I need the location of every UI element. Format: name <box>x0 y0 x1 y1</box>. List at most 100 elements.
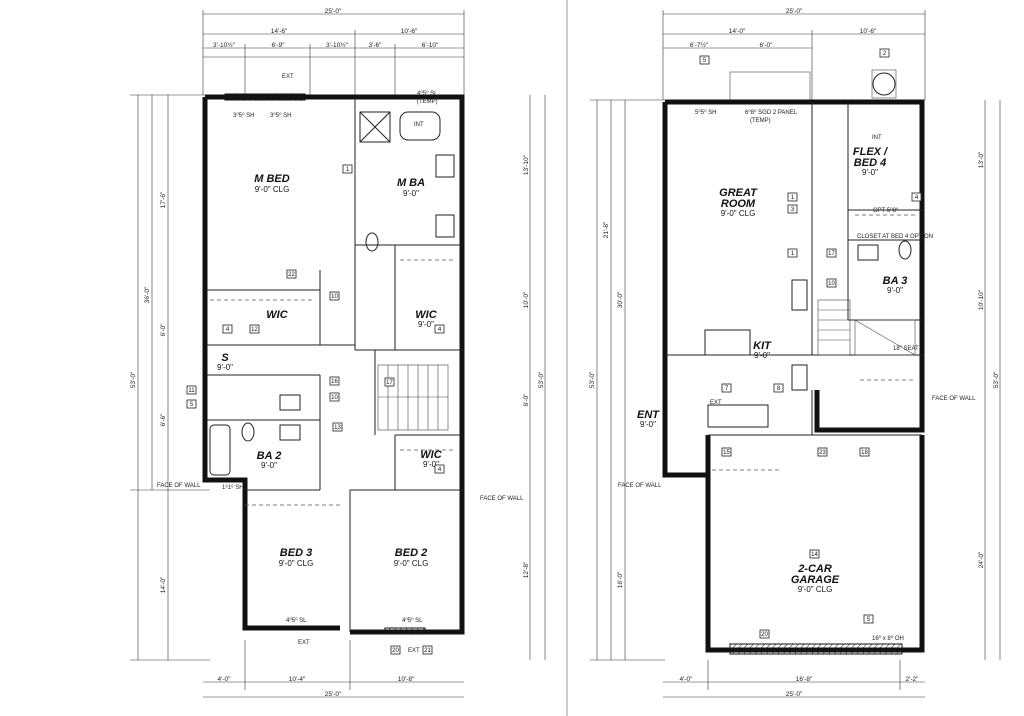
room-name: KIT <box>753 340 772 352</box>
side-dimensions: 53'-0" 21'-8" 16'-0" 30'-0" 53'-0" 13'-0… <box>589 99 1001 661</box>
svg-text:13: 13 <box>334 425 341 431</box>
room-name-2: ROOM <box>721 198 756 210</box>
svg-text:11: 11 <box>188 388 195 394</box>
face-of-wall-right: FACE OF WALL <box>480 496 524 502</box>
svg-text:15: 15 <box>723 450 730 456</box>
svg-text:21: 21 <box>424 648 431 654</box>
garage-door <box>729 643 903 655</box>
top-overall-dim: 25'-0" <box>325 8 342 15</box>
svg-text:4: 4 <box>915 195 919 201</box>
svg-text:30'-0": 30'-0" <box>617 291 624 308</box>
bottom-overall-dim: 25'-0" <box>786 691 803 698</box>
bath-fixtures <box>857 240 912 261</box>
svg-text:53'-0": 53'-0" <box>993 371 1000 388</box>
sgd-temp: (TEMP) <box>750 118 771 124</box>
window-sh: 5⁰5⁰ SH <box>695 109 717 116</box>
top-overall-dim: 25'-0" <box>786 8 803 15</box>
svg-text:22: 22 <box>288 272 295 278</box>
room-great-room: GREAT ROOM 9'-0" CLG <box>719 187 758 218</box>
bottom-dim-b: 10'-4" <box>289 676 306 683</box>
int-note: INT <box>872 135 882 141</box>
room-ceiling: 9'-0" <box>261 461 277 470</box>
face-of-wall-right: FACE OF WALL <box>932 396 976 402</box>
top-dimensions: 25'-0" 14'-0" 10'-6" 6'-7½" 6'-0" <box>662 8 926 103</box>
sgd-note: 6⁰8⁰ SGD 2 PANEL <box>745 109 798 116</box>
svg-text:6'-0": 6'-0" <box>523 393 530 407</box>
svg-text:10: 10 <box>331 294 338 300</box>
keynote-tags: 22 4 12 1 11 5 10 16 10 13 17 4 4 20 21 <box>186 164 445 655</box>
svg-text:12'-8": 12'-8" <box>523 561 530 578</box>
room-ceiling: 9'-0" <box>418 320 434 329</box>
room-name: ENT <box>637 409 660 421</box>
svg-text:20: 20 <box>761 632 768 638</box>
bath-fixtures <box>209 111 455 476</box>
room-name: BED 3 <box>280 547 312 559</box>
window-sh-3: 1⁶1⁶ SH <box>222 484 244 491</box>
room-ceiling: 9'-0" <box>640 420 656 429</box>
side-overall-dim: 53'-0" <box>130 371 137 388</box>
room-name-2: BED 4 <box>854 157 886 169</box>
svg-text:24'-0": 24'-0" <box>978 551 985 568</box>
svg-text:10: 10 <box>331 395 338 401</box>
window-bottom <box>384 627 426 635</box>
svg-text:6'-0": 6'-0" <box>760 42 774 49</box>
svg-text:10'-0": 10'-0" <box>523 291 530 308</box>
window-sh-1: 3⁰5⁰ SH <box>233 112 255 119</box>
closet-rods <box>712 214 915 471</box>
svg-text:17: 17 <box>828 251 835 257</box>
svg-text:3'-10½": 3'-10½" <box>326 41 349 49</box>
room-ceiling: 9'-0" CLG <box>721 209 756 218</box>
side-upper-dim: 36'-0" <box>144 286 151 303</box>
room-ceiling: 9'-0" <box>217 363 233 372</box>
room-name: M BA <box>397 177 425 189</box>
room-kit: KIT 9'-0" <box>753 340 772 360</box>
side-lower-dim: 16'-0" <box>617 571 624 588</box>
svg-text:5: 5 <box>703 58 707 64</box>
bottom-dimensions: 4'-0" 10'-4" 10'-8" 25'-0" <box>203 640 464 698</box>
room-name: BED 2 <box>395 547 427 559</box>
ext-bottom-2: EXT <box>408 648 420 654</box>
svg-text:17'-6": 17'-6" <box>160 191 167 208</box>
side-dimensions: 53'-0" 36'-0" 14'-0" 17'-6" 6'-0" 6'-6" … <box>130 94 546 661</box>
room-name: 2-CAR <box>797 563 832 575</box>
svg-text:5: 5 <box>867 617 871 623</box>
room-wic-2: WIC 9'-0" <box>415 309 437 329</box>
svg-text:6'-9": 6'-9" <box>272 42 286 49</box>
svg-text:4: 4 <box>438 467 442 473</box>
svg-text:10'-10": 10'-10" <box>978 289 985 310</box>
room-bed-2: BED 2 9'-0" CLG <box>394 547 429 568</box>
svg-text:4: 4 <box>438 327 442 333</box>
svg-text:1: 1 <box>346 167 350 173</box>
int-note: INT <box>414 122 424 128</box>
svg-text:7: 7 <box>725 386 729 392</box>
room-name: GREAT <box>719 187 758 199</box>
ext-bottom: EXT <box>298 640 310 646</box>
side-lower-dim: 14'-0" <box>160 576 167 593</box>
exterior-wall <box>665 99 925 433</box>
room-name: WIC <box>266 309 288 321</box>
room-ceiling: 9'-0" <box>403 189 419 198</box>
svg-text:14: 14 <box>811 552 818 558</box>
room-name: M BED <box>254 173 290 185</box>
ext-top: EXT <box>282 74 294 80</box>
room-ceiling: 9'-0" <box>423 460 439 469</box>
svg-text:5: 5 <box>190 402 194 408</box>
svg-text:6'-0": 6'-0" <box>160 323 167 337</box>
window-sh-2: 3⁰5⁰ SH <box>270 112 292 119</box>
svg-text:13'-0": 13'-0" <box>978 151 985 168</box>
room-name: FLEX / <box>853 146 889 158</box>
svg-text:4: 4 <box>226 327 230 333</box>
room-ba-3: BA 3 9'-0" <box>883 275 908 295</box>
window-sl-2: 4⁰5⁰ SL <box>286 617 307 624</box>
room-m-bed: M BED 9'-0" CLG <box>254 173 290 194</box>
window-top-1 <box>224 93 256 101</box>
room-ba-2: BA 2 9'-0" <box>257 450 282 470</box>
first-floor-plan: 25'-0" 14'-0" 10'-6" 6'-7½" 6'-0" 53'-0"… <box>589 8 1001 698</box>
svg-text:3'-6": 3'-6" <box>369 42 383 49</box>
exterior-wall-left <box>202 97 340 631</box>
room-name: BA 3 <box>883 275 908 287</box>
room-name: WIC <box>415 309 437 321</box>
room-wic-3: WIC 9'-0" <box>420 449 442 469</box>
face-of-wall-left: FACE OF WALL <box>157 483 201 489</box>
bottom-overall-dim: 25'-0" <box>325 691 342 698</box>
